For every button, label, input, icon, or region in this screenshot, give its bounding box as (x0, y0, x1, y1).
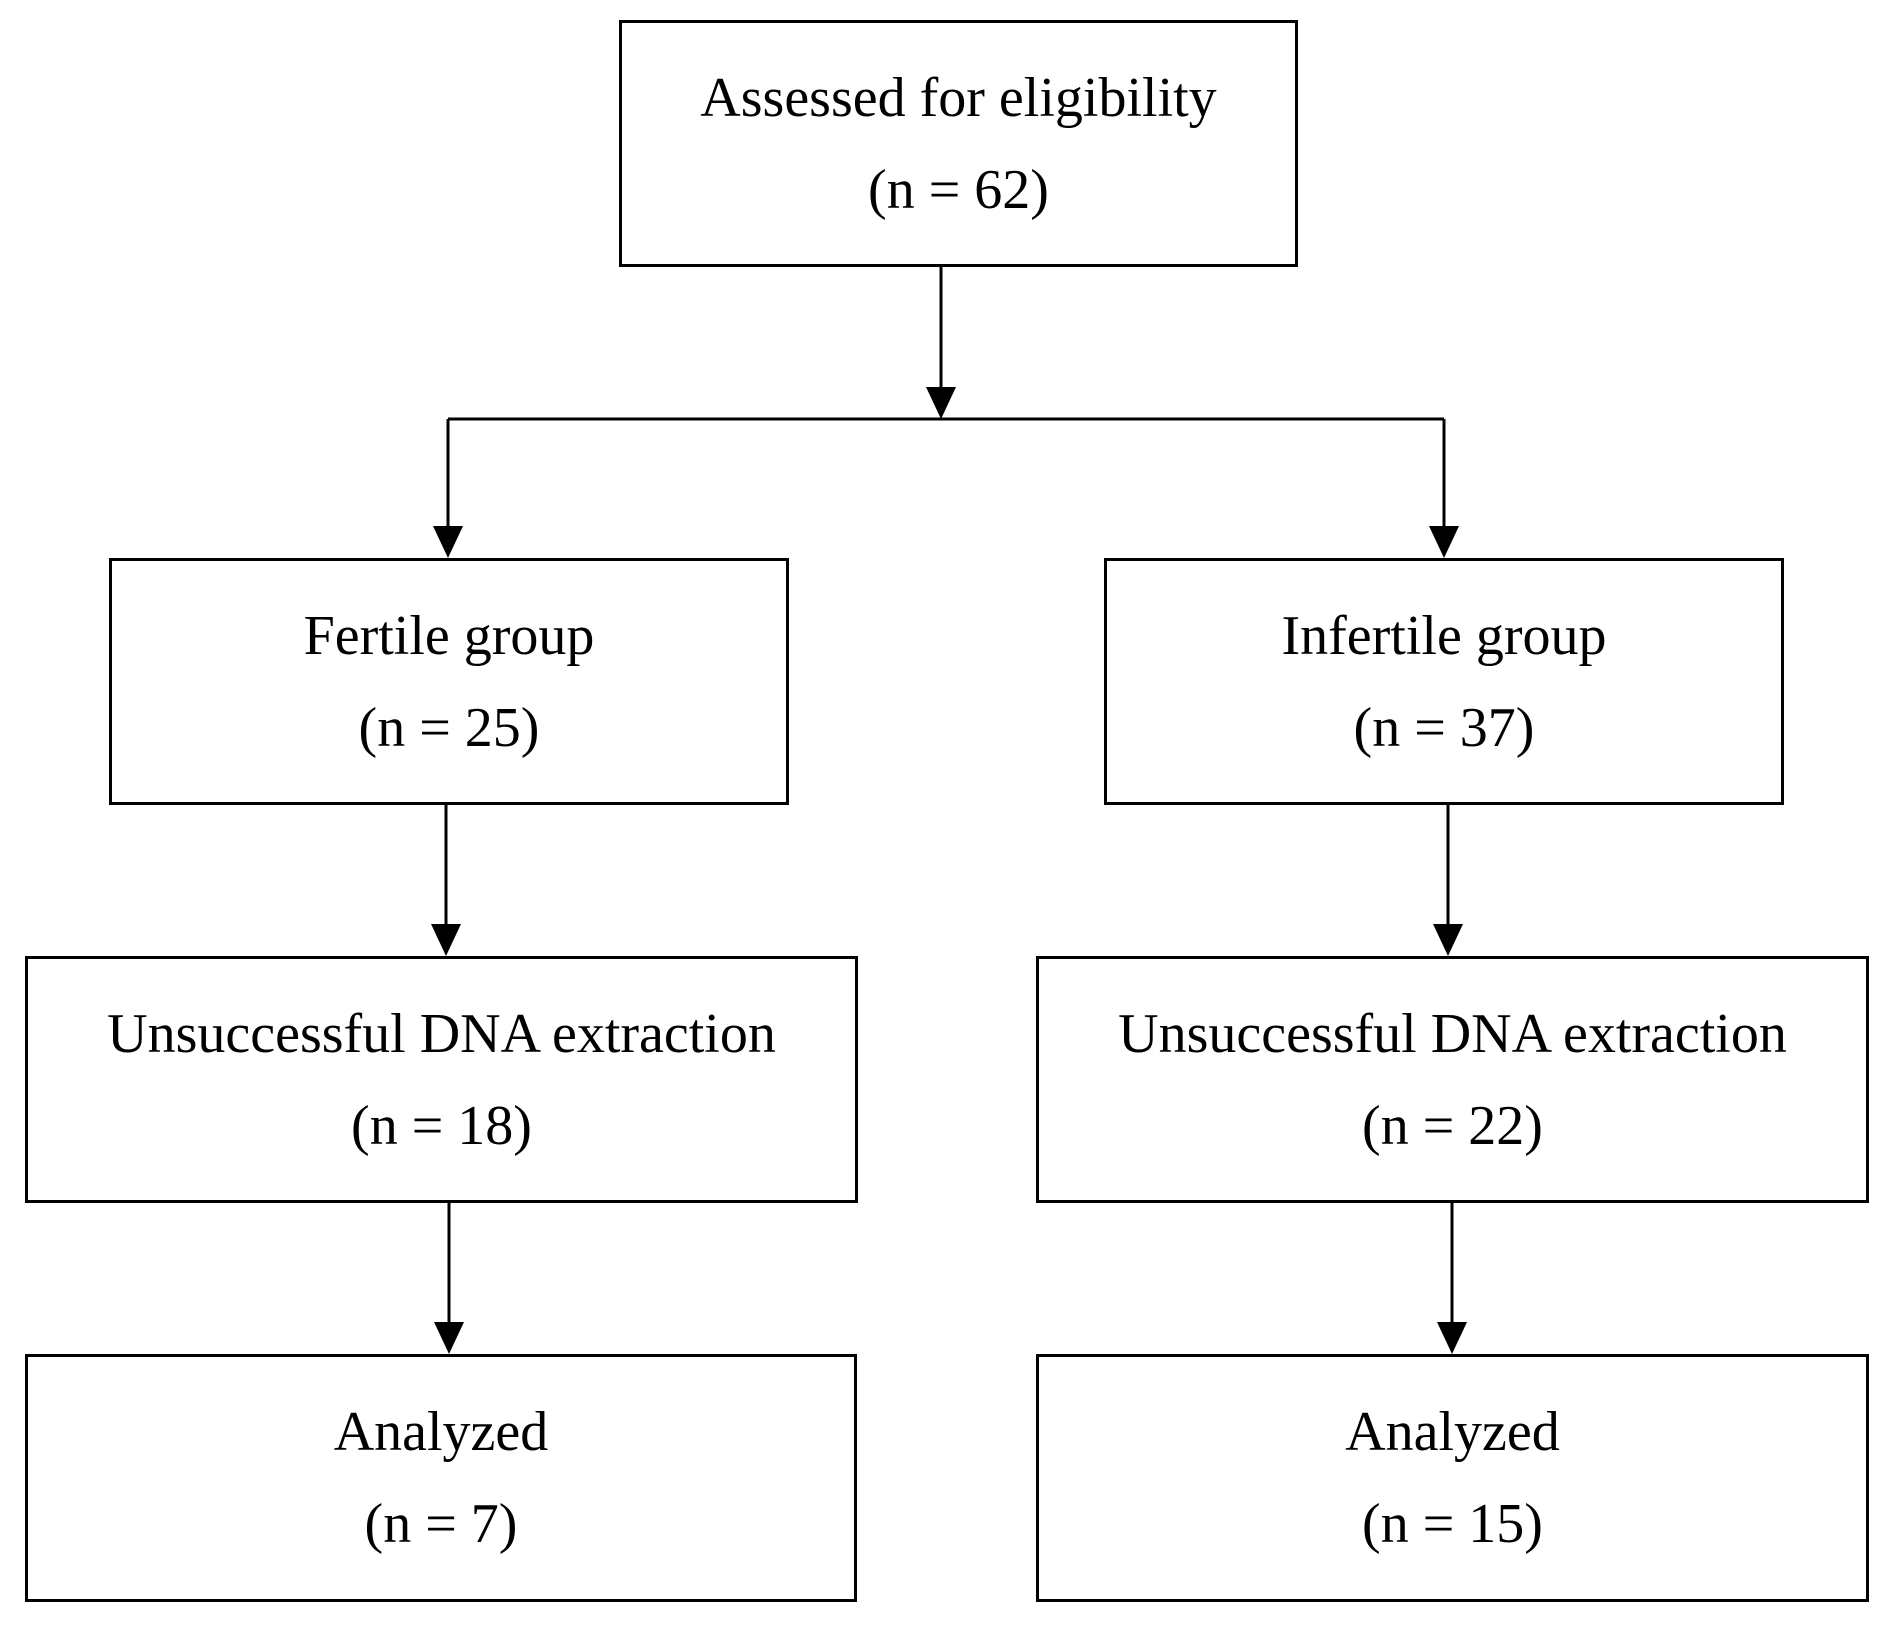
infertile-analyzed-box: Analyzed (n = 15) (1036, 1354, 1869, 1602)
infertile-group-box: Infertile group (n = 37) (1104, 558, 1784, 805)
arrowhead-fertile-analyzed (434, 1322, 464, 1354)
arrowhead-fertile (433, 526, 463, 558)
infertile-unsuccessful-dna-title: Unsuccessful DNA extraction (1118, 1002, 1787, 1065)
infertile-group-count: (n = 37) (1353, 696, 1535, 759)
fertile-analyzed-title: Analyzed (333, 1401, 549, 1463)
assessed-count: (n = 62) (868, 158, 1049, 221)
assessed-title: Assessed for eligibility (700, 66, 1217, 129)
fertile-group-box: Fertile group (n = 25) (109, 558, 789, 805)
arrowhead-fertile-dna (431, 924, 461, 956)
fertile-unsuccessful-dna-title: Unsuccessful DNA extraction (107, 1002, 776, 1065)
arrowhead-infertile-dna (1433, 924, 1463, 956)
infertile-group-title: Infertile group (1281, 604, 1607, 667)
arrowhead-assessed (926, 387, 956, 419)
fertile-unsuccessful-dna-count: (n = 18) (351, 1094, 532, 1157)
fertile-group-count: (n = 25) (358, 696, 540, 759)
arrowhead-infertile-analyzed (1437, 1322, 1467, 1354)
infertile-unsuccessful-dna-count: (n = 22) (1362, 1094, 1543, 1157)
infertile-analyzed-title: Analyzed (1345, 1401, 1560, 1463)
infertile-analyzed-count: (n = 15) (1362, 1493, 1543, 1555)
arrowhead-infertile (1429, 526, 1459, 558)
fertile-unsuccessful-dna-box: Unsuccessful DNA extraction (n = 18) (25, 956, 858, 1203)
infertile-unsuccessful-dna-box: Unsuccessful DNA extraction (n = 22) (1036, 956, 1869, 1203)
fertile-group-title: Fertile group (303, 604, 595, 667)
fertile-analyzed-count: (n = 7) (364, 1493, 518, 1555)
fertile-analyzed-box: Analyzed (n = 7) (25, 1354, 857, 1602)
assessed-for-eligibility-box: Assessed for eligibility (n = 62) (619, 20, 1298, 267)
